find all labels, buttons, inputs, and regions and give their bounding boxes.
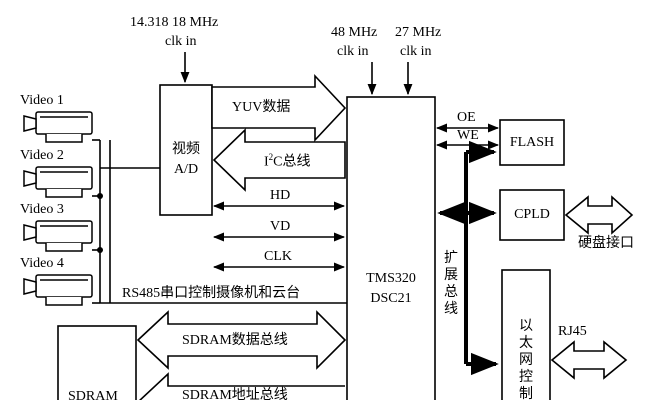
hdd-interface-label: 硬盘接口 bbox=[578, 236, 634, 251]
sdram-block bbox=[57, 325, 137, 400]
junction-dot-3 bbox=[463, 210, 469, 216]
yuv-bus-arrow bbox=[211, 73, 347, 143]
sdram-label: SDRAM bbox=[68, 389, 118, 404]
ad-converter-block bbox=[159, 84, 213, 216]
ad-clock-label: clk in bbox=[165, 34, 197, 49]
camera-4-label: Video 4 bbox=[20, 256, 64, 271]
clk-label: CLK bbox=[264, 249, 292, 264]
we-label: WE bbox=[457, 128, 479, 143]
camera-2-icon bbox=[23, 166, 93, 198]
camera-1-label: Video 1 bbox=[20, 93, 64, 108]
ethernet-block bbox=[501, 269, 551, 400]
dsp-label-line1: TMS320 bbox=[366, 271, 416, 286]
rs485-label: RS485串口控制摄像机和云台 bbox=[122, 286, 301, 301]
hd-label: HD bbox=[270, 188, 291, 203]
sdram-address-bus-arrow bbox=[138, 372, 345, 400]
camera-3-label: Video 3 bbox=[20, 202, 64, 217]
i2c-bus-arrow bbox=[212, 128, 346, 192]
cpld-label: CPLD bbox=[514, 207, 550, 222]
dsc-clock2-frequency: 27 MHz bbox=[395, 25, 442, 40]
i2c-superscript: 2 bbox=[268, 152, 274, 162]
oe-label: OE bbox=[457, 110, 476, 125]
i2c-suffix: C总线 bbox=[273, 154, 311, 170]
camera-4-icon bbox=[23, 274, 93, 306]
dsp-block bbox=[346, 96, 436, 400]
camera-1-icon bbox=[23, 111, 93, 143]
dsc-clock1-frequency: 48 MHz bbox=[331, 25, 378, 40]
junction-dot-2 bbox=[97, 247, 103, 253]
dsp-label-line2: DSC21 bbox=[370, 291, 412, 306]
dsc-clock2-label: clk in bbox=[400, 44, 432, 59]
sdram-address-label: SDRAM地址总线 bbox=[182, 388, 288, 403]
hdd-interface-arrow bbox=[564, 195, 634, 235]
ad-block-label: 视频A/D bbox=[172, 142, 200, 177]
camera-3-icon bbox=[23, 220, 93, 252]
i2c-prefix: I bbox=[264, 154, 269, 170]
ad-clock-frequency: 14.318 18 MHz bbox=[130, 15, 219, 30]
cpld-block bbox=[499, 189, 565, 241]
flash-block bbox=[499, 119, 565, 166]
sdram-data-bus-arrow bbox=[136, 310, 347, 370]
extension-bus-label: 扩展总线 bbox=[444, 251, 458, 317]
camera-2-label: Video 2 bbox=[20, 148, 64, 163]
flash-label: FLASH bbox=[509, 135, 555, 150]
ethernet-label: 以太网控制 bbox=[519, 319, 533, 402]
dsc-clock1-label: clk in bbox=[337, 44, 369, 59]
i2c-label: I2C总线 bbox=[264, 153, 311, 170]
sdram-data-label: SDRAM数据总线 bbox=[182, 333, 288, 348]
junction-dot-1 bbox=[97, 193, 103, 199]
vd-label: VD bbox=[270, 219, 291, 234]
rj45-label: RJ45 bbox=[558, 324, 587, 339]
yuv-label: YUV数据 bbox=[232, 100, 291, 115]
rj45-arrow bbox=[550, 340, 628, 380]
